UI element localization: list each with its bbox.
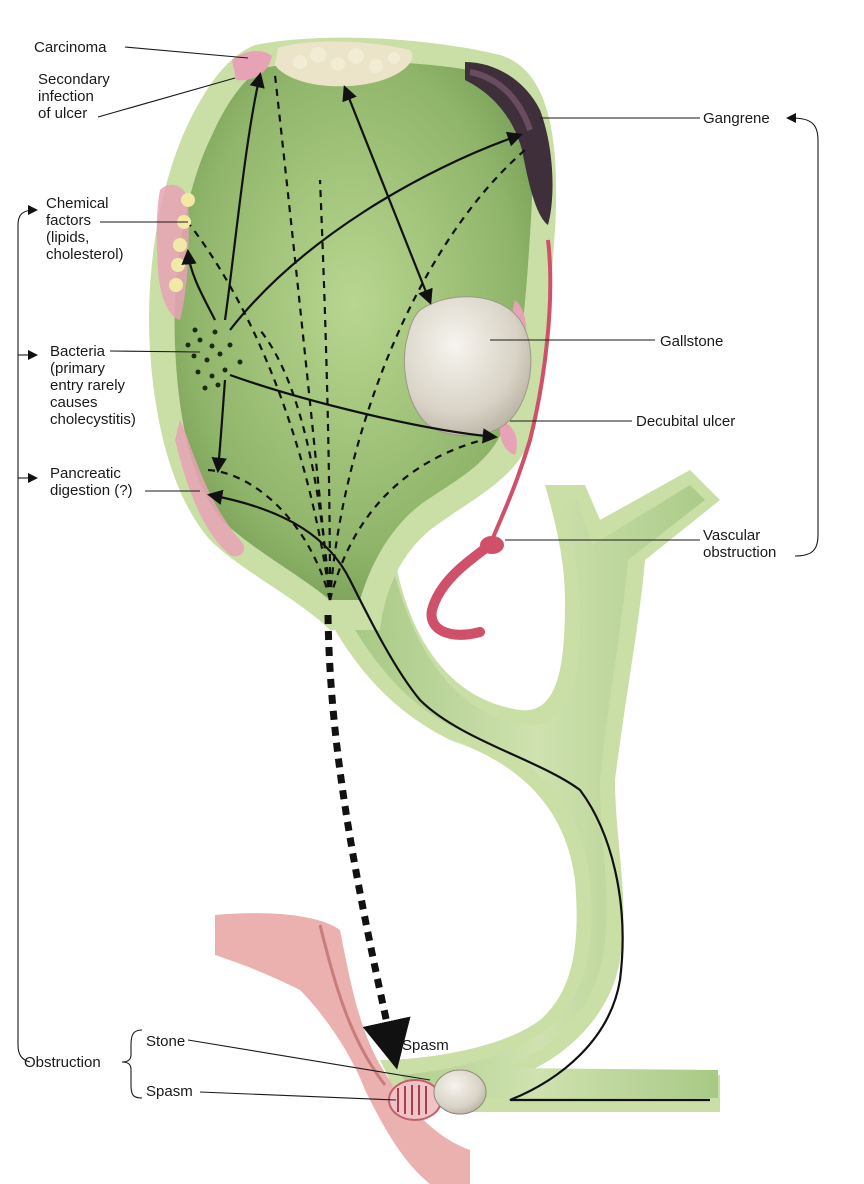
gallbladder [149, 37, 557, 630]
pancreatic-patch [175, 420, 245, 557]
label-bacteria: Bacteria (primary entry rarely causes ch… [50, 343, 136, 428]
label-spasm-left: Spasm [146, 1083, 193, 1100]
bacteria-dots [185, 327, 243, 391]
label-gallstone: Gallstone [660, 333, 723, 350]
chemical-deposits [156, 184, 195, 320]
right-bracket [786, 113, 819, 557]
label-pancreatic-digestion: Pancreatic digestion (?) [50, 465, 133, 499]
carcinoma-growth [232, 41, 413, 87]
label-spasm-top: Spasm [402, 1037, 449, 1054]
label-stone: Stone [146, 1033, 185, 1050]
label-secondary-infection: Secondary infection of ulcer [38, 71, 114, 122]
gangrene-region [465, 62, 553, 225]
leader-lines [97, 46, 700, 1101]
cystic-artery [426, 239, 553, 640]
bile-ducts [335, 470, 720, 1112]
label-carcinoma: Carcinoma [34, 39, 107, 56]
gallstone-shape [403, 296, 532, 437]
dashed-arrows [189, 74, 526, 1070]
label-obstruction: Obstruction [24, 1054, 101, 1071]
obstruction-site [388, 1069, 487, 1121]
label-chemical-factors: Chemical factors (lipids, cholesterol) [46, 195, 124, 263]
label-decubital-ulcer: Decubital ulcer [636, 413, 735, 430]
left-bracket [17, 205, 38, 1063]
obstruction-brace [121, 1029, 143, 1099]
label-vascular-obstruction: Vascular obstruction [703, 527, 776, 561]
label-gangrene: Gangrene [703, 110, 770, 127]
solid-arrows [181, 71, 710, 1102]
